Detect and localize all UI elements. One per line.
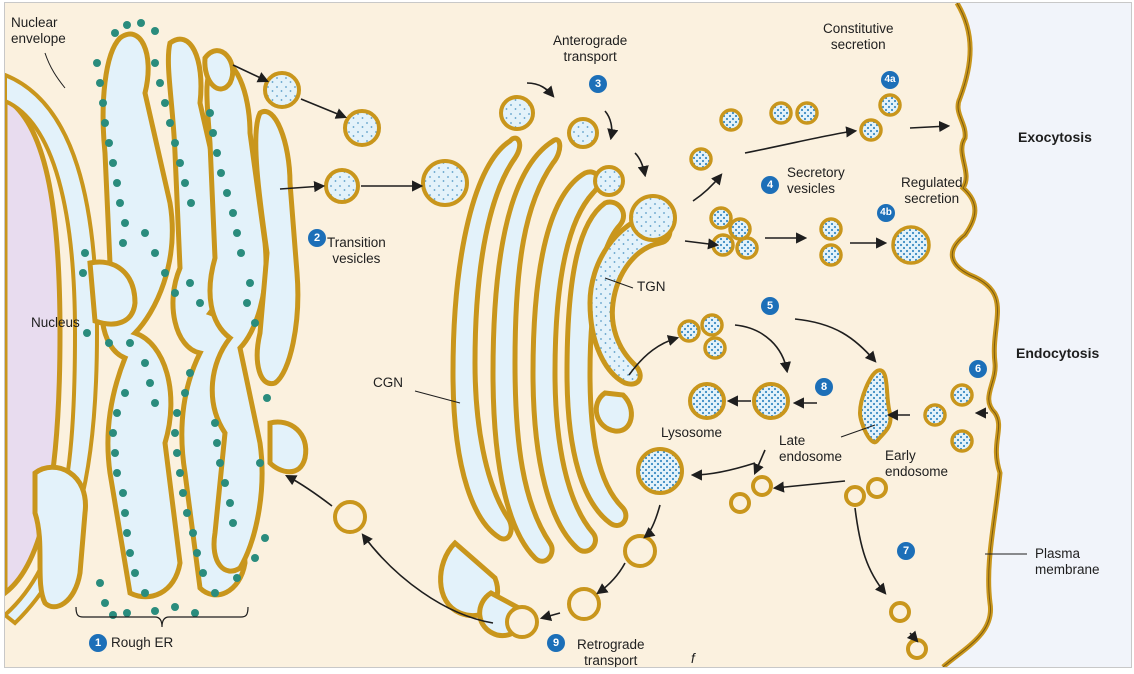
step-badge-7: 7 xyxy=(897,542,915,560)
diagram-canvas xyxy=(5,3,1131,667)
label-nuclear-envelope: Nuclear envelope xyxy=(11,15,66,47)
label-lysosome: Lysosome xyxy=(661,425,722,441)
step-badge-4a: 4a xyxy=(881,71,899,89)
recycling-vesicles xyxy=(731,477,926,658)
label-cgn: CGN xyxy=(373,375,403,391)
secretory-pathway-diagram: Nuclear envelope Nucleus Rough ER Transi… xyxy=(4,2,1132,668)
golgi-stack xyxy=(441,138,626,635)
label-late-endosome: Late endosome xyxy=(779,433,842,465)
label-exocytosis: Exocytosis xyxy=(1018,129,1092,145)
label-constitutive-secretion: Constitutive secretion xyxy=(823,21,894,53)
step-badge-6: 6 xyxy=(969,360,987,378)
label-endocytosis: Endocytosis xyxy=(1016,345,1099,361)
step-badge-4: 4 xyxy=(761,176,779,194)
label-rough-er: Rough ER xyxy=(111,635,173,651)
label-nucleus: Nucleus xyxy=(31,315,80,331)
step-badge-4b: 4b xyxy=(877,204,895,222)
label-transition-vesicles: Transition vesicles xyxy=(327,235,386,267)
step-badge-1: 1 xyxy=(89,634,107,652)
label-retrograde-transport: Retrograde transport xyxy=(577,637,645,668)
step-badge-9: 9 xyxy=(547,634,565,652)
label-plasma-membrane: Plasma membrane xyxy=(1035,546,1100,578)
step-badge-2: 2 xyxy=(308,229,326,247)
late-endosome-golgi xyxy=(638,449,682,493)
step-badge-5: 5 xyxy=(761,297,779,315)
label-artifact-mark: f xyxy=(691,651,695,667)
lysosome xyxy=(690,384,724,418)
step-badge-8: 8 xyxy=(815,378,833,396)
label-anterograde-transport: Anterograde transport xyxy=(553,33,627,65)
late-endosome xyxy=(754,384,788,418)
step-badge-3: 3 xyxy=(589,75,607,93)
label-secretory-vesicles: Secretory vesicles xyxy=(787,165,845,197)
early-endosome xyxy=(860,370,891,442)
label-regulated-secretion: Regulated secretion xyxy=(901,175,963,207)
label-early-endosome: Early endosome xyxy=(885,448,948,480)
label-tgn: TGN xyxy=(637,279,666,295)
